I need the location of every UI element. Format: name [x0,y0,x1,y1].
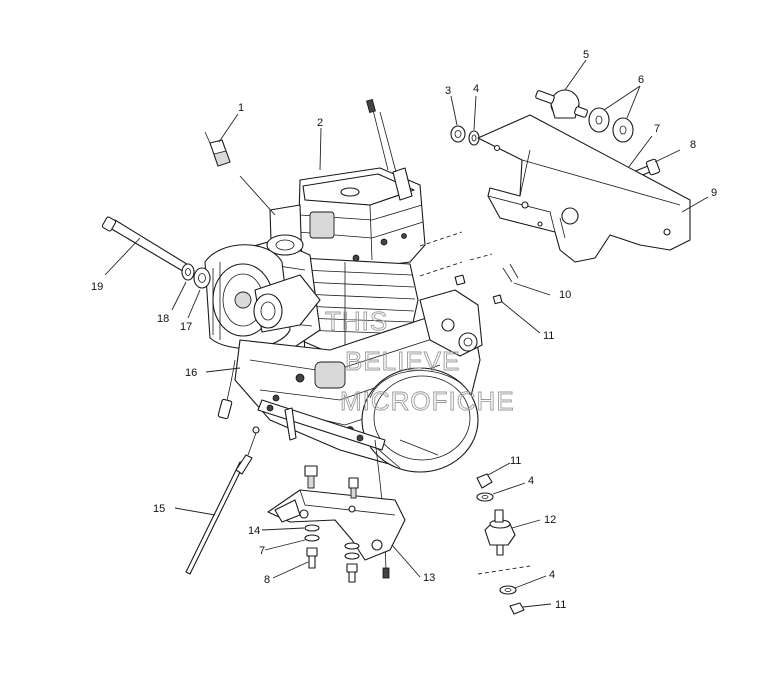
part-hardware-right [344,542,360,583]
part-hardware-10-11 [419,231,551,334]
callout-15: 15 [153,503,165,515]
spark-plug-boot [366,98,413,201]
callout-7b: 7 [259,545,265,557]
part-washer-18 [171,263,195,311]
callout-18: 18 [157,313,169,325]
part-washer-4b [476,482,526,502]
callout-11b: 11 [510,455,521,467]
callout-19: 19 [91,281,103,293]
part-hardware-left [261,524,320,579]
callout-11c: 11 [555,599,566,611]
callout-7a: 7 [654,123,660,135]
lower-frame [257,399,386,451]
callout-8b: 8 [264,574,270,586]
part-rubber-mount-12 [484,509,541,556]
part-dipstick [174,426,260,575]
watermark-line-2: BELIEVE [345,346,460,376]
carburetor [253,274,321,333]
callout-11a: 11 [543,330,554,342]
part-mount-bracket-9 [477,114,709,263]
cable-right [399,439,439,456]
part-nut-11b [476,462,511,489]
callout-8a: 8 [690,139,696,151]
watermark: THIS BELIEVE MICROFICHE [325,306,515,417]
callout-10: 10 [559,289,571,301]
part-washer-4c [499,575,547,595]
part-washer-4a [468,95,480,146]
callout-9: 9 [711,187,717,199]
callout-13: 13 [423,572,435,584]
callout-14: 14 [248,525,260,537]
callout-3: 3 [445,85,451,97]
callout-labels: 1 2 3 4 5 6 7 8 9 10 11 11 4 12 4 11 13 … [91,49,717,611]
part-spark-plug [204,113,276,216]
callout-5: 5 [583,49,589,61]
part-nut-11c [509,602,552,615]
callout-16: 16 [185,367,197,379]
callout-1: 1 [238,102,244,114]
part-long-bolt [101,216,191,276]
part-lower-bracket [267,489,421,578]
cylinder-head [297,167,426,273]
part-washers-6 [588,85,641,143]
callout-17: 17 [180,321,192,333]
part-nut-3 [450,95,466,143]
bracket-upper-bolts [304,465,359,499]
engine-assembly [204,98,483,579]
cable-end [382,567,390,579]
watermark-line-3: MICROFICHE [340,386,515,416]
choke-knob [217,398,233,420]
callout-6: 6 [638,74,644,86]
callout-4a: 4 [473,83,479,95]
callout-12: 12 [544,514,556,526]
clutch-cover [361,367,479,473]
part-rubber-mount-5 [535,59,588,119]
leader-2 [319,127,322,171]
callout-4b: 4 [528,475,534,487]
part-nut-17 [187,267,211,319]
callout-4c: 4 [549,569,555,581]
leader-16 [205,367,241,373]
callout-2: 2 [317,117,323,129]
watermark-line-1: THIS [325,306,388,336]
part-dash-line-lower [477,565,531,575]
